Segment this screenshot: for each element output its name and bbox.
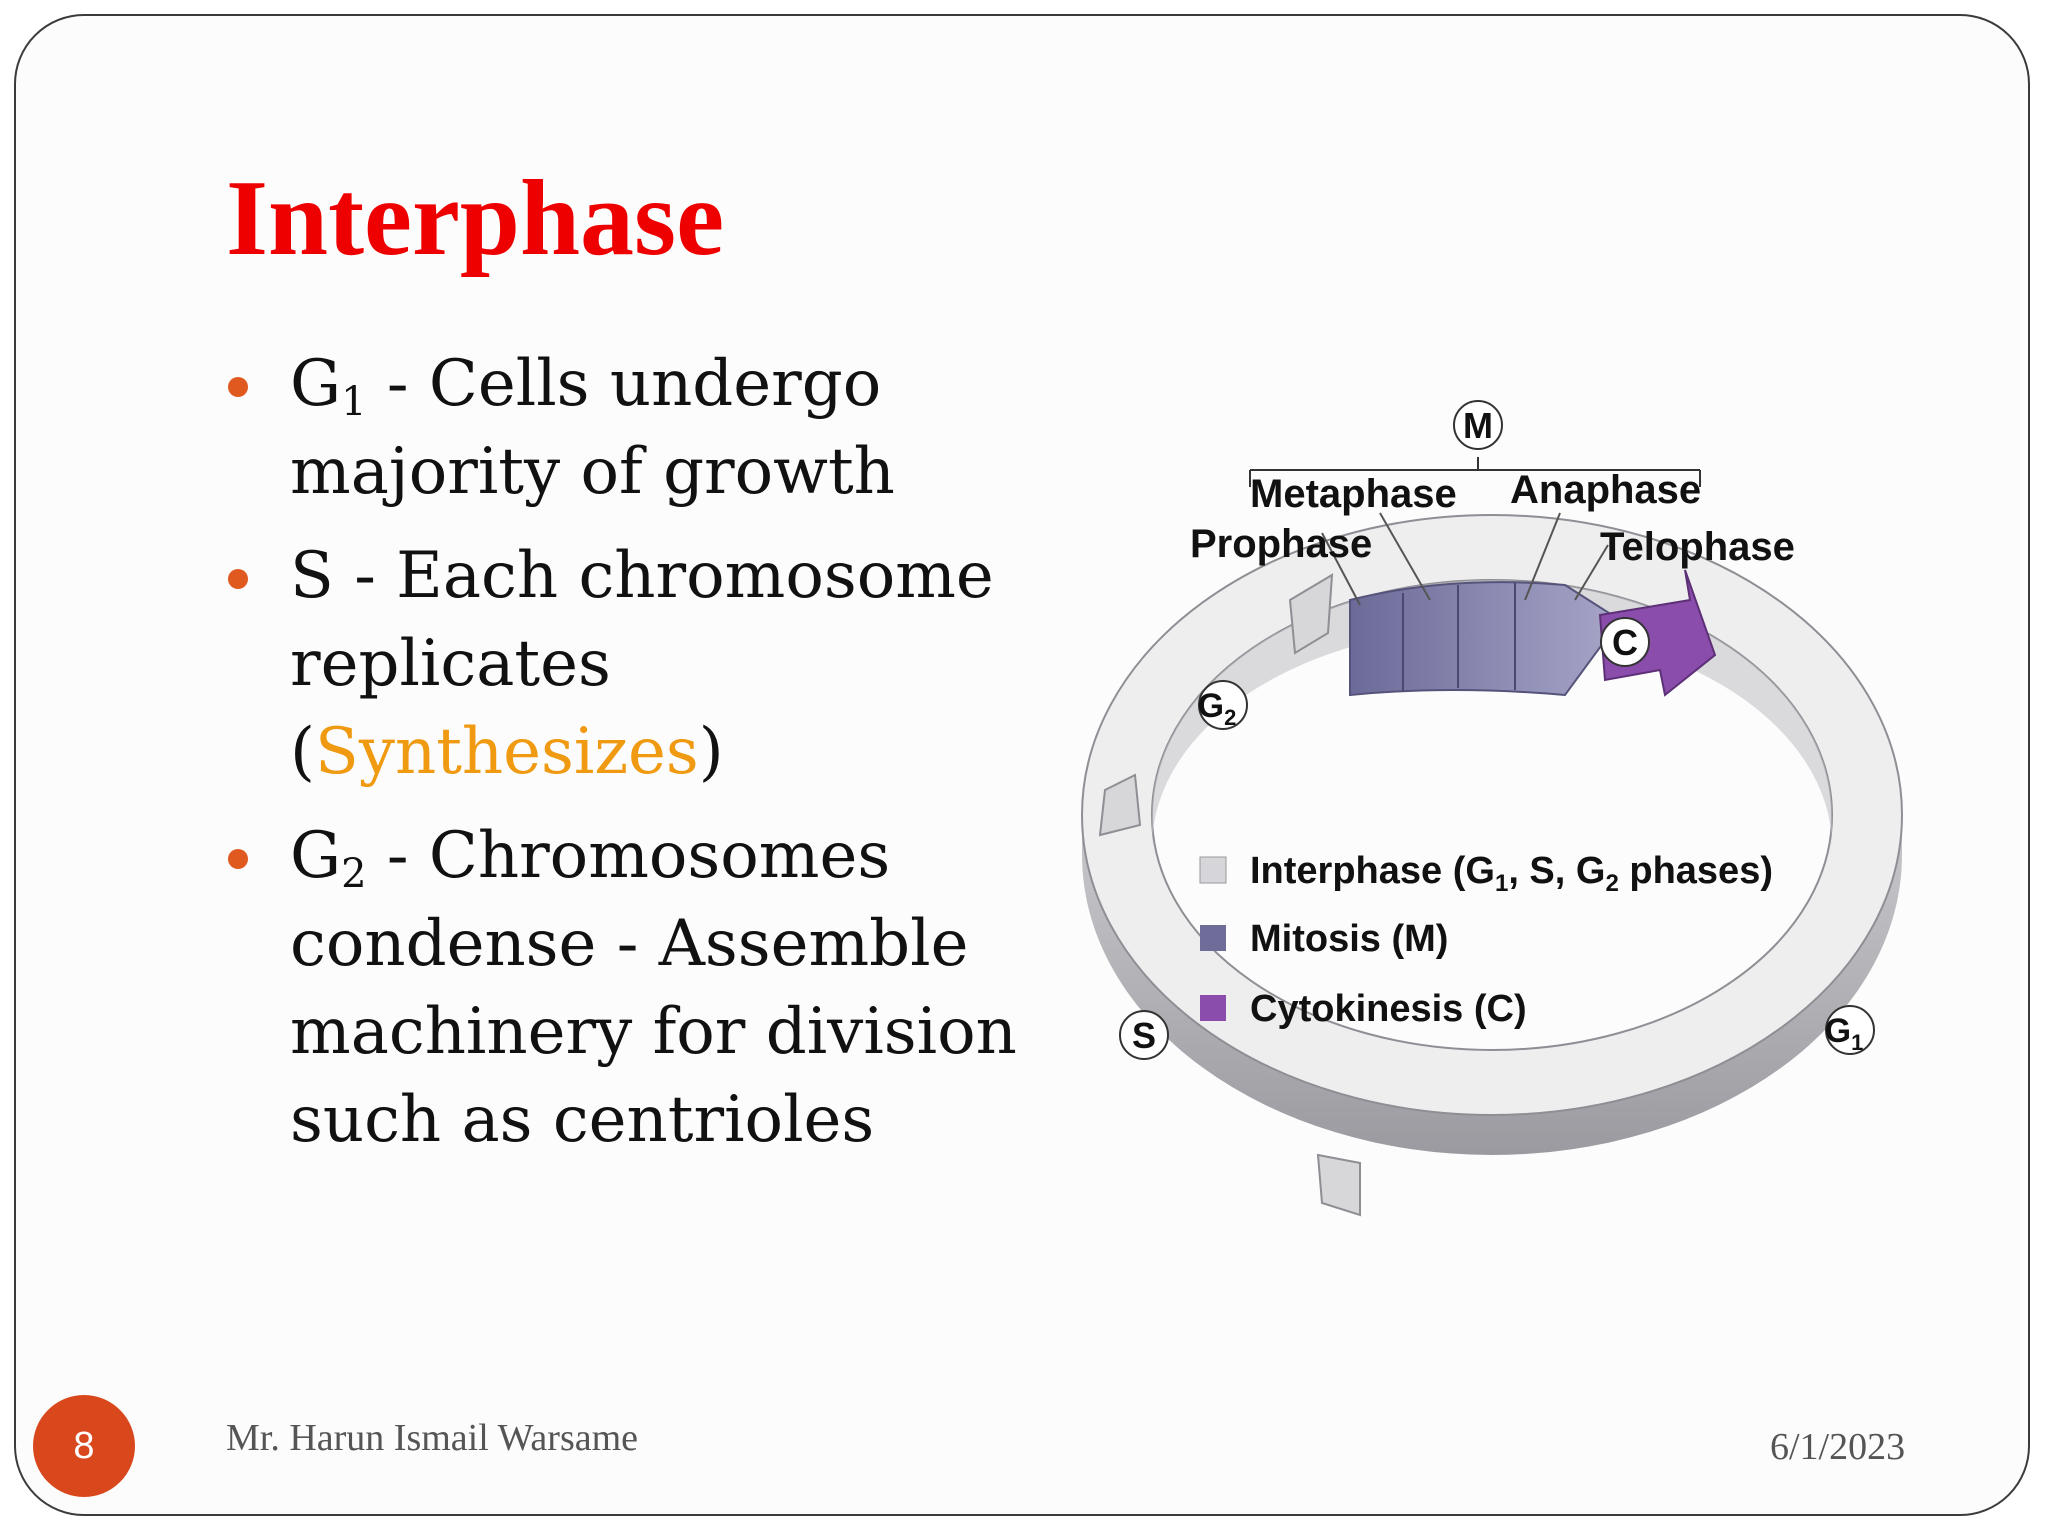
legend-label-cytokinesis: Cytokinesis (C): [1250, 988, 1527, 1030]
bullet-item-g1: G1 - Cells undergo majority of growth: [228, 340, 1028, 516]
label-telophase: Telophase: [1600, 525, 1795, 569]
slide-title: Interphase: [226, 159, 725, 278]
label-metaphase: Metaphase: [1250, 472, 1457, 516]
bullet-item-g2: G2 - Chromosomes condense - Assemble mac…: [228, 812, 1028, 1164]
bullet-list: G1 - Cells undergo majority of growth S …: [228, 340, 1028, 1180]
phase-label-g2: G2: [1198, 687, 1237, 730]
telophase-leader: [1574, 544, 1609, 601]
legend-label-interphase: Interphase (G1, S, G2 phases): [1250, 850, 1773, 897]
arrow-divider-g2-m: [1288, 573, 1334, 655]
phase-circle-g1: [1825, 1005, 1875, 1055]
phase-circle-s: [1119, 1010, 1169, 1060]
footer-author: Mr. Harun Ismail Warsame: [226, 1417, 639, 1459]
label-anaphase: Anaphase: [1510, 468, 1701, 512]
bullet-dot: [228, 849, 248, 869]
legend-swatch-cytokinesis: [1200, 995, 1226, 1021]
anaphase-leader: [1524, 512, 1561, 601]
slide-frame: [14, 14, 2030, 1516]
cell-cycle-diagram: Prophase Metaphase Anaphase Telophase M …: [1080, 400, 1904, 1217]
label-prophase: Prophase: [1190, 522, 1372, 566]
phase-label-m: M: [1463, 405, 1493, 446]
phase-label-g1: G1: [1825, 1012, 1864, 1055]
highlight-synthesizes: Synthesizes: [314, 715, 699, 789]
mitosis-block: [1349, 581, 1622, 697]
bullet-item-s: S - Each chromosome replicates (Synthesi…: [228, 532, 1028, 796]
legend-swatch-interphase: [1199, 856, 1227, 884]
phase-label-c: C: [1612, 622, 1638, 663]
prophase-leader: [1321, 532, 1361, 606]
bullet-dot: [228, 377, 248, 397]
legend-swatch-mitosis: [1200, 925, 1226, 951]
metaphase-leader: [1379, 512, 1431, 601]
arrow-divider-s-g2: [1098, 773, 1142, 837]
phase-circle-g2: [1198, 680, 1248, 730]
bullet-dot: [228, 569, 248, 589]
footer-date: 6/1/2023: [1770, 1426, 1906, 1468]
phase-circle-c: [1600, 617, 1650, 667]
arrow-divider-g1-s: [1316, 1153, 1361, 1217]
slide-number-badge: 8: [33, 1395, 135, 1497]
phase-circle-m: [1453, 400, 1503, 450]
legend-label-mitosis: Mitosis (M): [1250, 918, 1448, 960]
phase-label-s: S: [1132, 1015, 1156, 1056]
